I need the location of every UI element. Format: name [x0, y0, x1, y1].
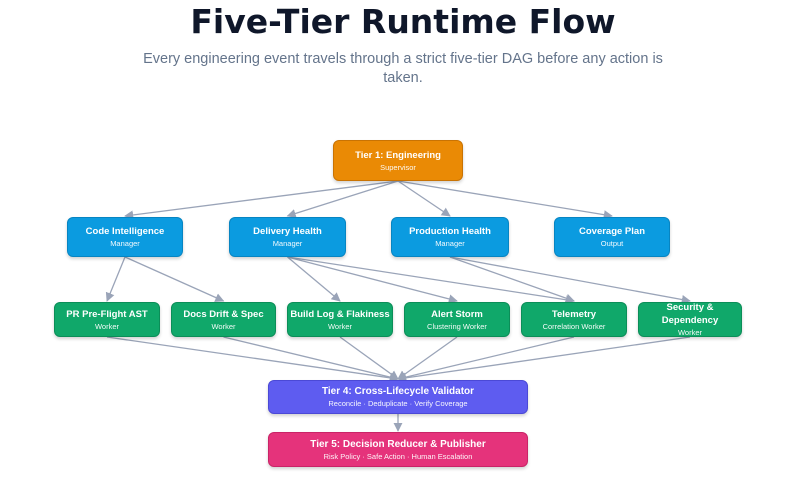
edge-code_intel-to-pr_ast	[105, 256, 126, 302]
node-subtitle: Manager	[110, 239, 140, 248]
edge-delivery-to-telemetry	[287, 256, 575, 305]
node-subtitle: Correlation Worker	[542, 321, 606, 331]
node-subtitle: Worker	[677, 328, 703, 337]
alert-storm-node[interactable]: Alert Storm Clustering Worker	[404, 302, 510, 337]
node-title: Tier 4: Cross-Lifecycle Validator	[321, 386, 475, 397]
edge-pr_ast-to-tier4	[106, 336, 399, 383]
node-title: Coverage Plan	[579, 226, 645, 237]
edge-production-to-telemetry	[449, 256, 575, 303]
node-title: Tier 5: Decision Reducer & Publisher	[310, 438, 486, 450]
edge-tier1-to-code_intel	[124, 180, 399, 220]
node-title: PR Pre-Flight AST	[66, 308, 148, 320]
edge-docs_drift-to-tier4	[223, 336, 399, 382]
production-health-node[interactable]: Production Health Manager	[391, 217, 509, 257]
node-subtitle: Worker	[211, 321, 236, 331]
edge-alert-to-tier4	[397, 336, 458, 380]
node-subtitle: Manager	[435, 239, 465, 248]
node-title: Build Log & Flakiness	[290, 308, 390, 320]
edge-tier1-to-delivery	[286, 180, 399, 218]
node-title: Security & Dependency	[661, 302, 719, 326]
node-subtitle: Output	[600, 239, 624, 248]
tier4-validator-node[interactable]: Tier 4: Cross-Lifecycle Validator Reconc…	[268, 380, 528, 414]
node-subtitle: Worker	[327, 321, 353, 331]
node-title: Delivery Health	[253, 226, 322, 237]
delivery-health-node[interactable]: Delivery Health Manager	[229, 217, 346, 257]
edge-delivery-to-alert	[287, 256, 458, 304]
docs-drift-spec-node[interactable]: Docs Drift & Spec Worker	[171, 302, 276, 337]
node-subtitle: Risk Policy · Safe Action · Human Escala…	[323, 451, 473, 461]
page-title: Five-Tier Runtime Flow	[190, 2, 616, 41]
pr-preflight-ast-node[interactable]: PR Pre-Flight AST Worker	[54, 302, 160, 337]
page-subtitle: Every engineering event travels through …	[143, 51, 663, 86]
security-dependency-node[interactable]: Security & Dependency Worker	[638, 302, 742, 337]
node-subtitle: Worker	[94, 321, 120, 331]
edge-tier1-to-coverage	[397, 180, 613, 220]
edge-tier1-to-production	[397, 180, 451, 217]
edge-code_intel-to-docs_drift	[124, 256, 225, 302]
node-title: Docs Drift & Spec	[183, 308, 264, 320]
edge-build_log-to-tier4	[339, 336, 399, 380]
node-title: Alert Storm	[431, 308, 483, 320]
node-subtitle: Clustering Worker	[427, 321, 487, 331]
node-subtitle: Reconcile · Deduplicate · Verify Coverag…	[328, 399, 468, 408]
node-subtitle: Manager	[272, 239, 303, 248]
telemetry-node[interactable]: Telemetry Correlation Worker	[521, 302, 627, 337]
edge-production-to-security	[449, 256, 691, 304]
edge-delivery-to-build_log	[287, 256, 341, 302]
edge-telemetry-to-tier4	[397, 336, 575, 382]
build-log-flakiness-node[interactable]: Build Log & Flakiness Worker	[287, 302, 393, 337]
coverage-plan-node[interactable]: Coverage Plan Output	[554, 217, 670, 257]
edge-security-to-tier4	[397, 336, 691, 383]
tier5-publisher-node[interactable]: Tier 5: Decision Reducer & Publisher Ris…	[268, 432, 528, 467]
node-title: Telemetry	[551, 308, 597, 320]
node-title: Code Intelligence	[85, 226, 165, 237]
node-subtitle: Supervisor	[380, 162, 416, 172]
node-title: Tier 1: Engineering	[355, 149, 441, 161]
code-intelligence-node[interactable]: Code Intelligence Manager	[67, 217, 183, 257]
node-title: Production Health	[409, 226, 491, 237]
tier1-supervisor-node[interactable]: Tier 1: Engineering Supervisor	[333, 140, 463, 181]
